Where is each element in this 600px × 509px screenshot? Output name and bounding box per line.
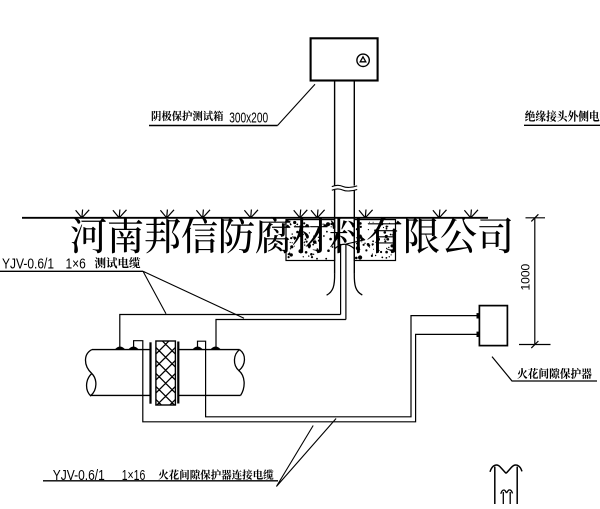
svg-text:YJV-0.6/1: YJV-0.6/1: [2, 255, 54, 272]
svg-text:300x200: 300x200: [229, 110, 268, 126]
svg-text:YJV-0.6/1: YJV-0.6/1: [53, 467, 105, 484]
svg-text:1×16: 1×16: [122, 466, 146, 483]
svg-text:1×6: 1×6: [66, 255, 86, 272]
svg-text:1000: 1000: [519, 263, 533, 290]
